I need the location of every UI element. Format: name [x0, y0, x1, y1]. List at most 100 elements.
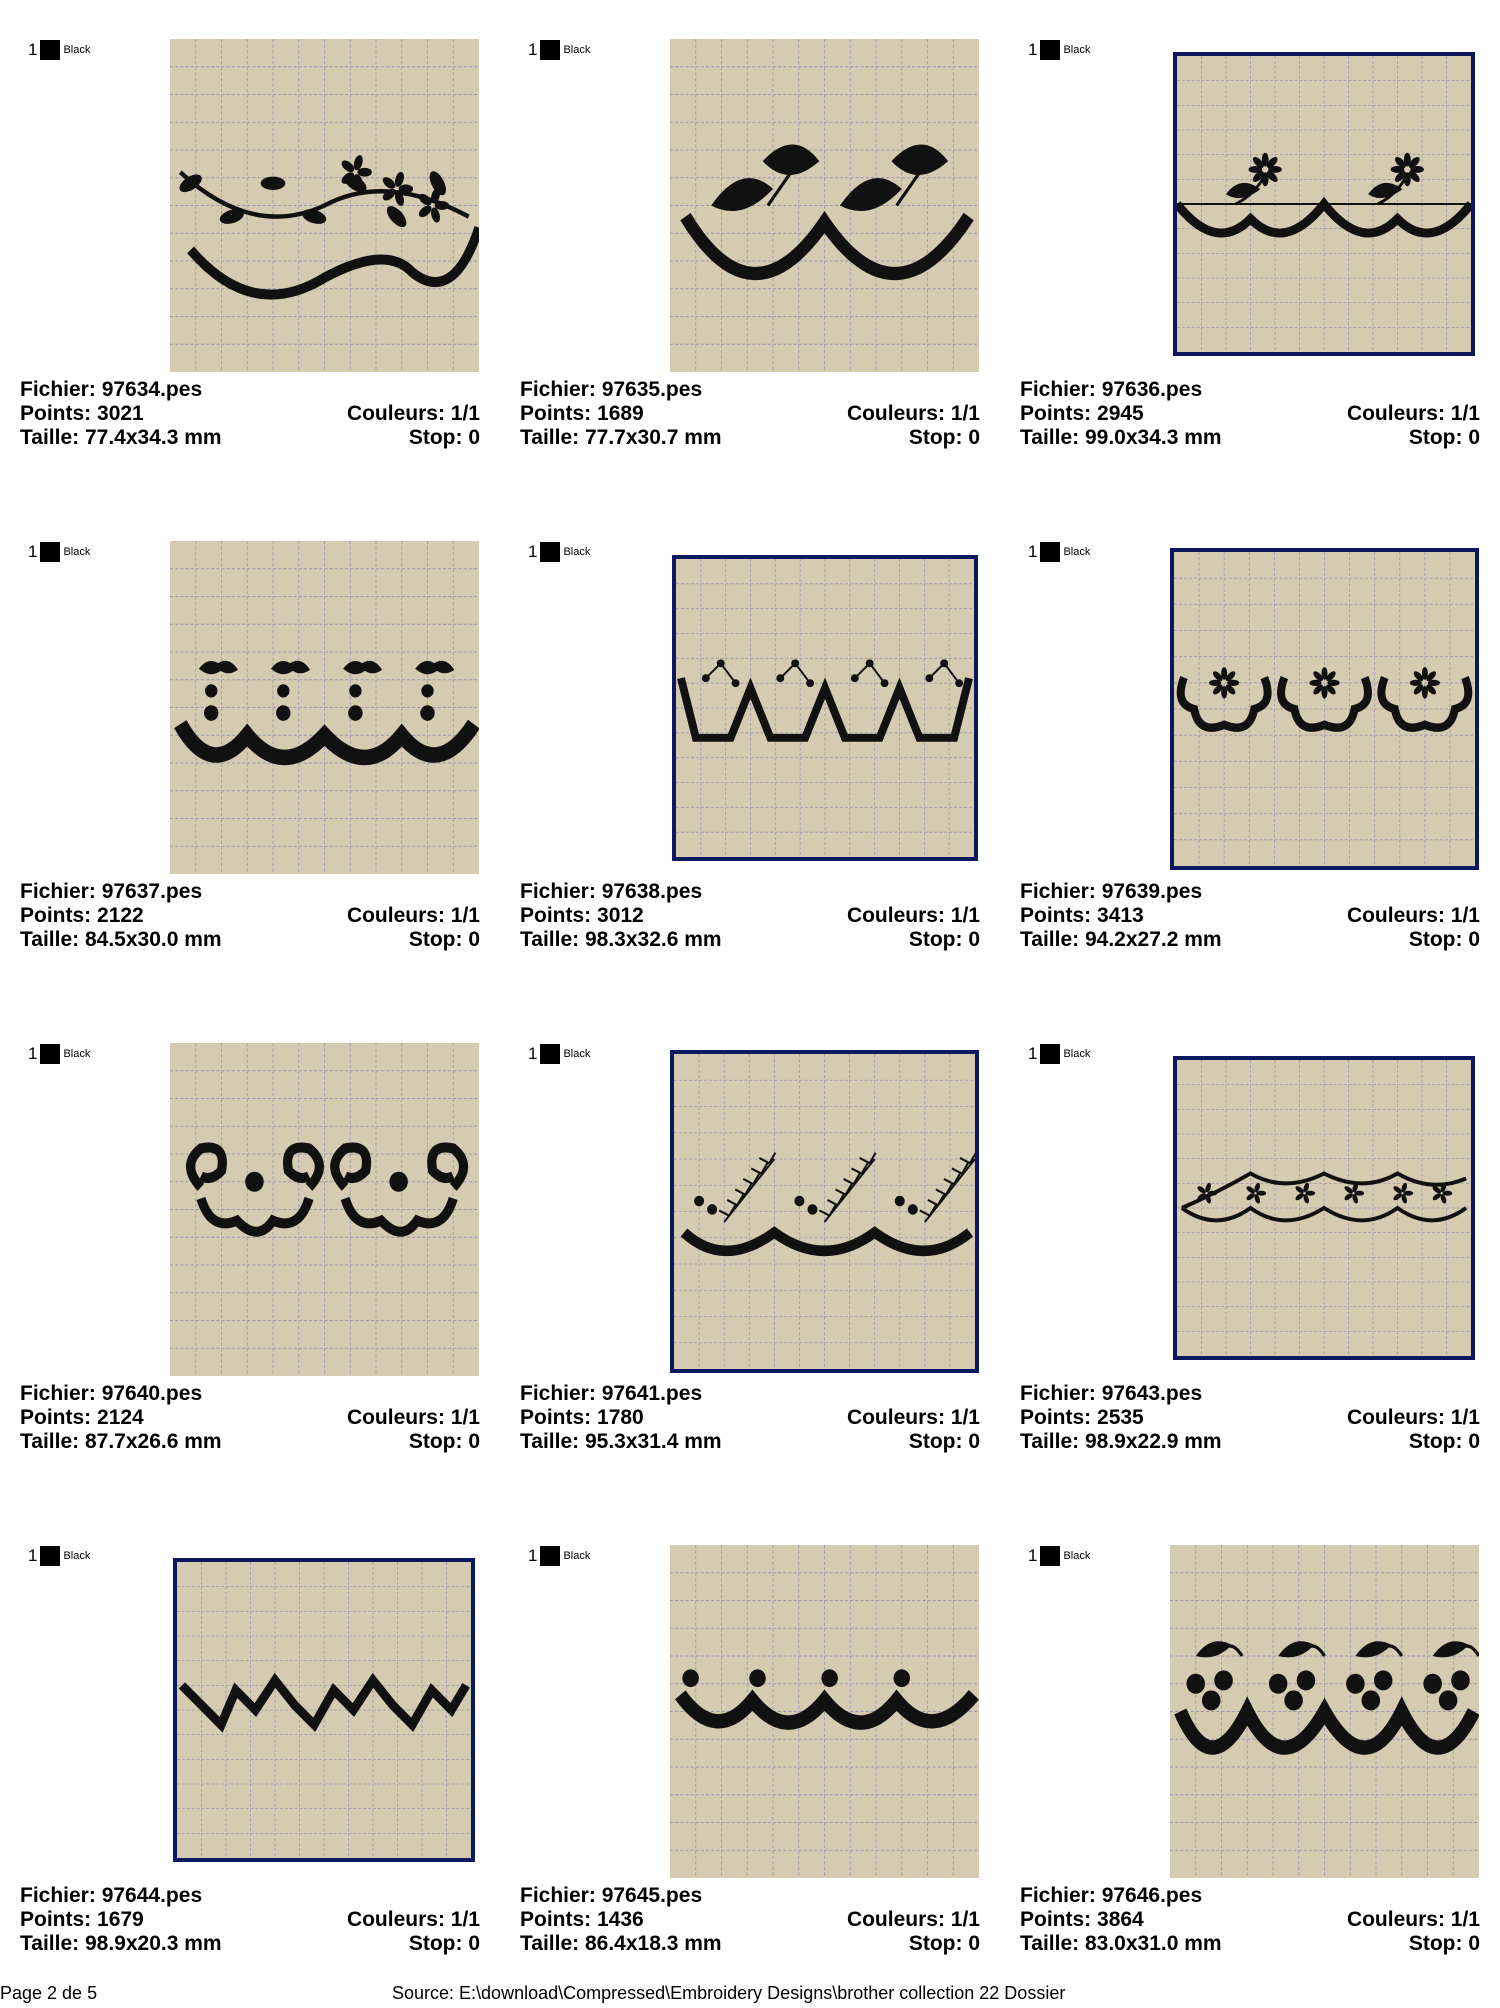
- points-count: Points: 1679: [20, 1908, 144, 1931]
- design-preview: [670, 1545, 979, 1878]
- stop-count: Stop: 0: [408, 928, 480, 951]
- stop-count: Stop: 0: [408, 1932, 480, 1955]
- swatch-number: 1: [1028, 1546, 1038, 1565]
- file-name: Fichier: 97635.pes: [520, 378, 703, 401]
- zigzag-embroidery-icon: [178, 1672, 470, 1733]
- preview-grid: [1174, 552, 1475, 866]
- stop-count: Stop: 0: [1408, 1430, 1480, 1453]
- design-size: Taille: 86.4x18.3 mm: [520, 1932, 722, 1955]
- stop-count: Stop: 0: [408, 1430, 480, 1453]
- design-info: Fichier: 97643.pes Points: 2535 Couleurs:…: [1020, 1382, 1480, 1454]
- swatch-number: 1: [28, 1546, 38, 1565]
- swatch-name: Black: [63, 1048, 91, 1060]
- stop-count: Stop: 0: [908, 928, 980, 951]
- swatch-number: 1: [528, 1044, 538, 1063]
- swatch-name: Black: [563, 546, 591, 558]
- color-swatch-row: 1 Black: [528, 1043, 590, 1065]
- color-swatch-row: 1 Black: [28, 1043, 90, 1065]
- swatch-number: 1: [528, 542, 538, 561]
- color-swatch-row: 1 Black: [28, 39, 90, 61]
- preview-grid: [170, 1043, 479, 1376]
- colors-count: Couleurs: 1/1: [846, 1406, 980, 1429]
- design-preview: [173, 1558, 475, 1862]
- tulip-outline-embroidery-icon: [677, 659, 973, 742]
- design-preview: [670, 39, 979, 372]
- color-swatch-row: 1 Black: [1028, 39, 1090, 61]
- file-name: Fichier: 97645.pes: [520, 1884, 703, 1907]
- points-count: Points: 3021: [20, 402, 144, 425]
- design-size: Taille: 98.9x20.3 mm: [20, 1932, 222, 1955]
- colors-count: Couleurs: 1/1: [1346, 1406, 1480, 1429]
- black-swatch-icon: [1040, 542, 1061, 562]
- points-count: Points: 2122: [20, 904, 144, 927]
- swatch-number: 1: [28, 40, 38, 59]
- design-size: Taille: 98.9x22.9 mm: [1020, 1430, 1222, 1453]
- swatch-name: Black: [563, 44, 591, 56]
- colors-count: Couleurs: 1/1: [346, 904, 480, 927]
- points-count: Points: 3413: [1020, 904, 1144, 927]
- design-preview: [672, 555, 978, 861]
- color-swatch-row: 1 Black: [528, 541, 590, 563]
- preview-grid: [670, 1545, 979, 1878]
- points-count: Points: 2535: [1020, 1406, 1144, 1429]
- design-size: Taille: 87.7x26.6 mm: [20, 1430, 222, 1453]
- swatch-number: 1: [1028, 1044, 1038, 1063]
- black-swatch-icon: [1040, 1044, 1061, 1064]
- color-swatch-row: 1 Black: [528, 1545, 590, 1567]
- curl-dots-embroidery-icon: [186, 1142, 469, 1237]
- design-size: Taille: 95.3x31.4 mm: [520, 1430, 722, 1453]
- colors-count: Couleurs: 1/1: [846, 402, 980, 425]
- design-preview: [170, 541, 479, 874]
- points-count: Points: 1436: [520, 1908, 644, 1931]
- design-preview: [170, 1043, 479, 1376]
- garland-embroidery-icon: [1180, 1171, 1468, 1223]
- black-swatch-icon: [540, 40, 561, 60]
- file-name: Fichier: 97643.pes: [1020, 1382, 1203, 1405]
- swatch-number: 1: [528, 1546, 538, 1565]
- black-swatch-icon: [540, 1044, 561, 1064]
- color-swatch-row: 1 Black: [1028, 1545, 1090, 1567]
- fern-scallop-embroidery-icon: [680, 1152, 975, 1256]
- stop-count: Stop: 0: [908, 1430, 980, 1453]
- page-number: Page 2 de 5: [0, 1983, 98, 2003]
- colors-count: Couleurs: 1/1: [1346, 1908, 1480, 1931]
- black-swatch-icon: [40, 1044, 61, 1064]
- stop-count: Stop: 0: [1408, 426, 1480, 449]
- daisy-scallop-embroidery-icon: [1177, 152, 1471, 238]
- file-name: Fichier: 97641.pes: [520, 1382, 703, 1405]
- colors-count: Couleurs: 1/1: [846, 904, 980, 927]
- swatch-name: Black: [63, 1550, 91, 1562]
- preview-grid: [676, 559, 974, 857]
- preview-grid: [1177, 1060, 1471, 1356]
- stop-count: Stop: 0: [908, 1932, 980, 1955]
- colors-count: Couleurs: 1/1: [346, 1406, 480, 1429]
- design-preview: [670, 1050, 979, 1373]
- points-count: Points: 2124: [20, 1406, 144, 1429]
- points-count: Points: 2945: [1020, 402, 1144, 425]
- swatch-number: 1: [1028, 542, 1038, 561]
- swatch-name: Black: [1063, 44, 1091, 56]
- design-size: Taille: 84.5x30.0 mm: [20, 928, 222, 951]
- stop-count: Stop: 0: [1408, 1932, 1480, 1955]
- swatch-name: Black: [63, 44, 91, 56]
- design-preview: [1170, 548, 1479, 870]
- stop-count: Stop: 0: [1408, 928, 1480, 951]
- points-count: Points: 3864: [1020, 1908, 1144, 1931]
- file-name: Fichier: 97644.pes: [20, 1884, 203, 1907]
- file-name: Fichier: 97634.pes: [20, 378, 203, 401]
- leaf-scallop-embroidery-icon: [680, 144, 974, 281]
- design-preview: [1170, 1545, 1479, 1878]
- dot-scallop-embroidery-icon: [675, 1669, 979, 1730]
